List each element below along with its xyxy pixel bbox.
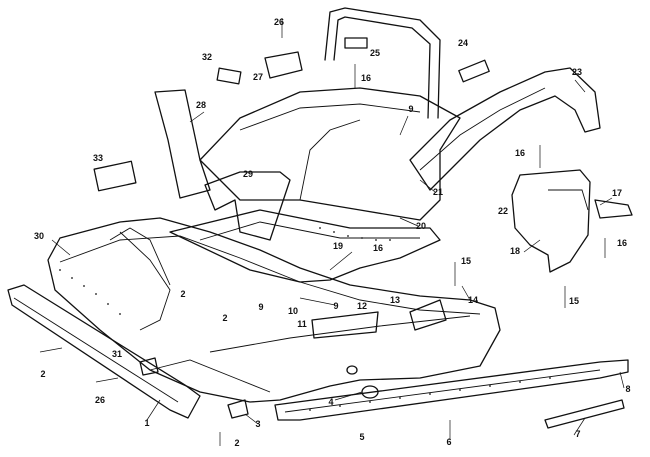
callout-c11: 11 bbox=[297, 319, 307, 329]
callout-c3: 3 bbox=[255, 419, 260, 429]
callout-c24: 24 bbox=[458, 38, 468, 48]
callout-c22: 22 bbox=[498, 206, 508, 216]
callout-c16a: 16 bbox=[361, 73, 371, 83]
callout-c8: 8 bbox=[625, 384, 630, 394]
callout-c29: 29 bbox=[243, 169, 253, 179]
callout-c30: 30 bbox=[34, 231, 44, 241]
callout-c2d: 2 bbox=[234, 438, 239, 448]
tunnel-frame bbox=[199, 87, 461, 221]
callout-c31: 31 bbox=[112, 349, 122, 359]
callout-c1: 1 bbox=[144, 418, 149, 428]
callout-c13: 13 bbox=[390, 295, 400, 305]
small-parts bbox=[93, 37, 490, 419]
callout-c26a: 26 bbox=[274, 17, 284, 27]
running-board bbox=[274, 359, 629, 421]
callout-c15a: 15 bbox=[461, 256, 471, 266]
callout-c5: 5 bbox=[359, 432, 364, 442]
callout-c16b: 16 bbox=[515, 148, 525, 158]
callout-c16c: 16 bbox=[373, 243, 383, 253]
callout-c20: 20 bbox=[416, 221, 426, 231]
steering-loop bbox=[324, 7, 441, 119]
callout-c21: 21 bbox=[433, 187, 443, 197]
belly-pan bbox=[169, 209, 441, 283]
callout-c6: 6 bbox=[446, 437, 451, 447]
right-bracket-assembly bbox=[511, 169, 633, 273]
front-body-pan bbox=[47, 217, 501, 403]
callout-c17: 17 bbox=[612, 188, 622, 198]
front-bumper-strip bbox=[7, 284, 201, 419]
center-support bbox=[204, 171, 291, 241]
callout-c16d: 16 bbox=[617, 238, 627, 248]
callout-c18: 18 bbox=[510, 246, 520, 256]
callout-c2a: 2 bbox=[40, 369, 45, 379]
trim-strip bbox=[544, 399, 625, 429]
callout-c27: 27 bbox=[253, 72, 263, 82]
leader-lines bbox=[51, 79, 625, 436]
callout-c25: 25 bbox=[370, 48, 380, 58]
callout-c15b: 15 bbox=[569, 296, 579, 306]
left-side-bracket bbox=[154, 89, 211, 199]
callout-c9b: 9 bbox=[333, 301, 338, 311]
callout-c26b: 26 bbox=[95, 395, 105, 405]
callout-c19: 19 bbox=[333, 241, 343, 251]
callout-c14: 14 bbox=[468, 295, 478, 305]
callout-c4: 4 bbox=[328, 397, 333, 407]
rivet-dots bbox=[59, 227, 551, 411]
callout-c9c: 9 bbox=[258, 302, 263, 312]
callout-c2b: 2 bbox=[180, 289, 185, 299]
callout-c32: 32 bbox=[202, 52, 212, 62]
callout-c7: 7 bbox=[575, 429, 580, 439]
callout-c12: 12 bbox=[357, 301, 367, 311]
callout-c33: 33 bbox=[93, 153, 103, 163]
hardware-pins bbox=[39, 18, 606, 446]
callout-c9a: 9 bbox=[408, 104, 413, 114]
callout-c28: 28 bbox=[196, 100, 206, 110]
callout-c23: 23 bbox=[572, 67, 582, 77]
right-fender bbox=[409, 67, 601, 191]
callout-c2c: 2 bbox=[222, 313, 227, 323]
callout-c10: 10 bbox=[288, 306, 298, 316]
